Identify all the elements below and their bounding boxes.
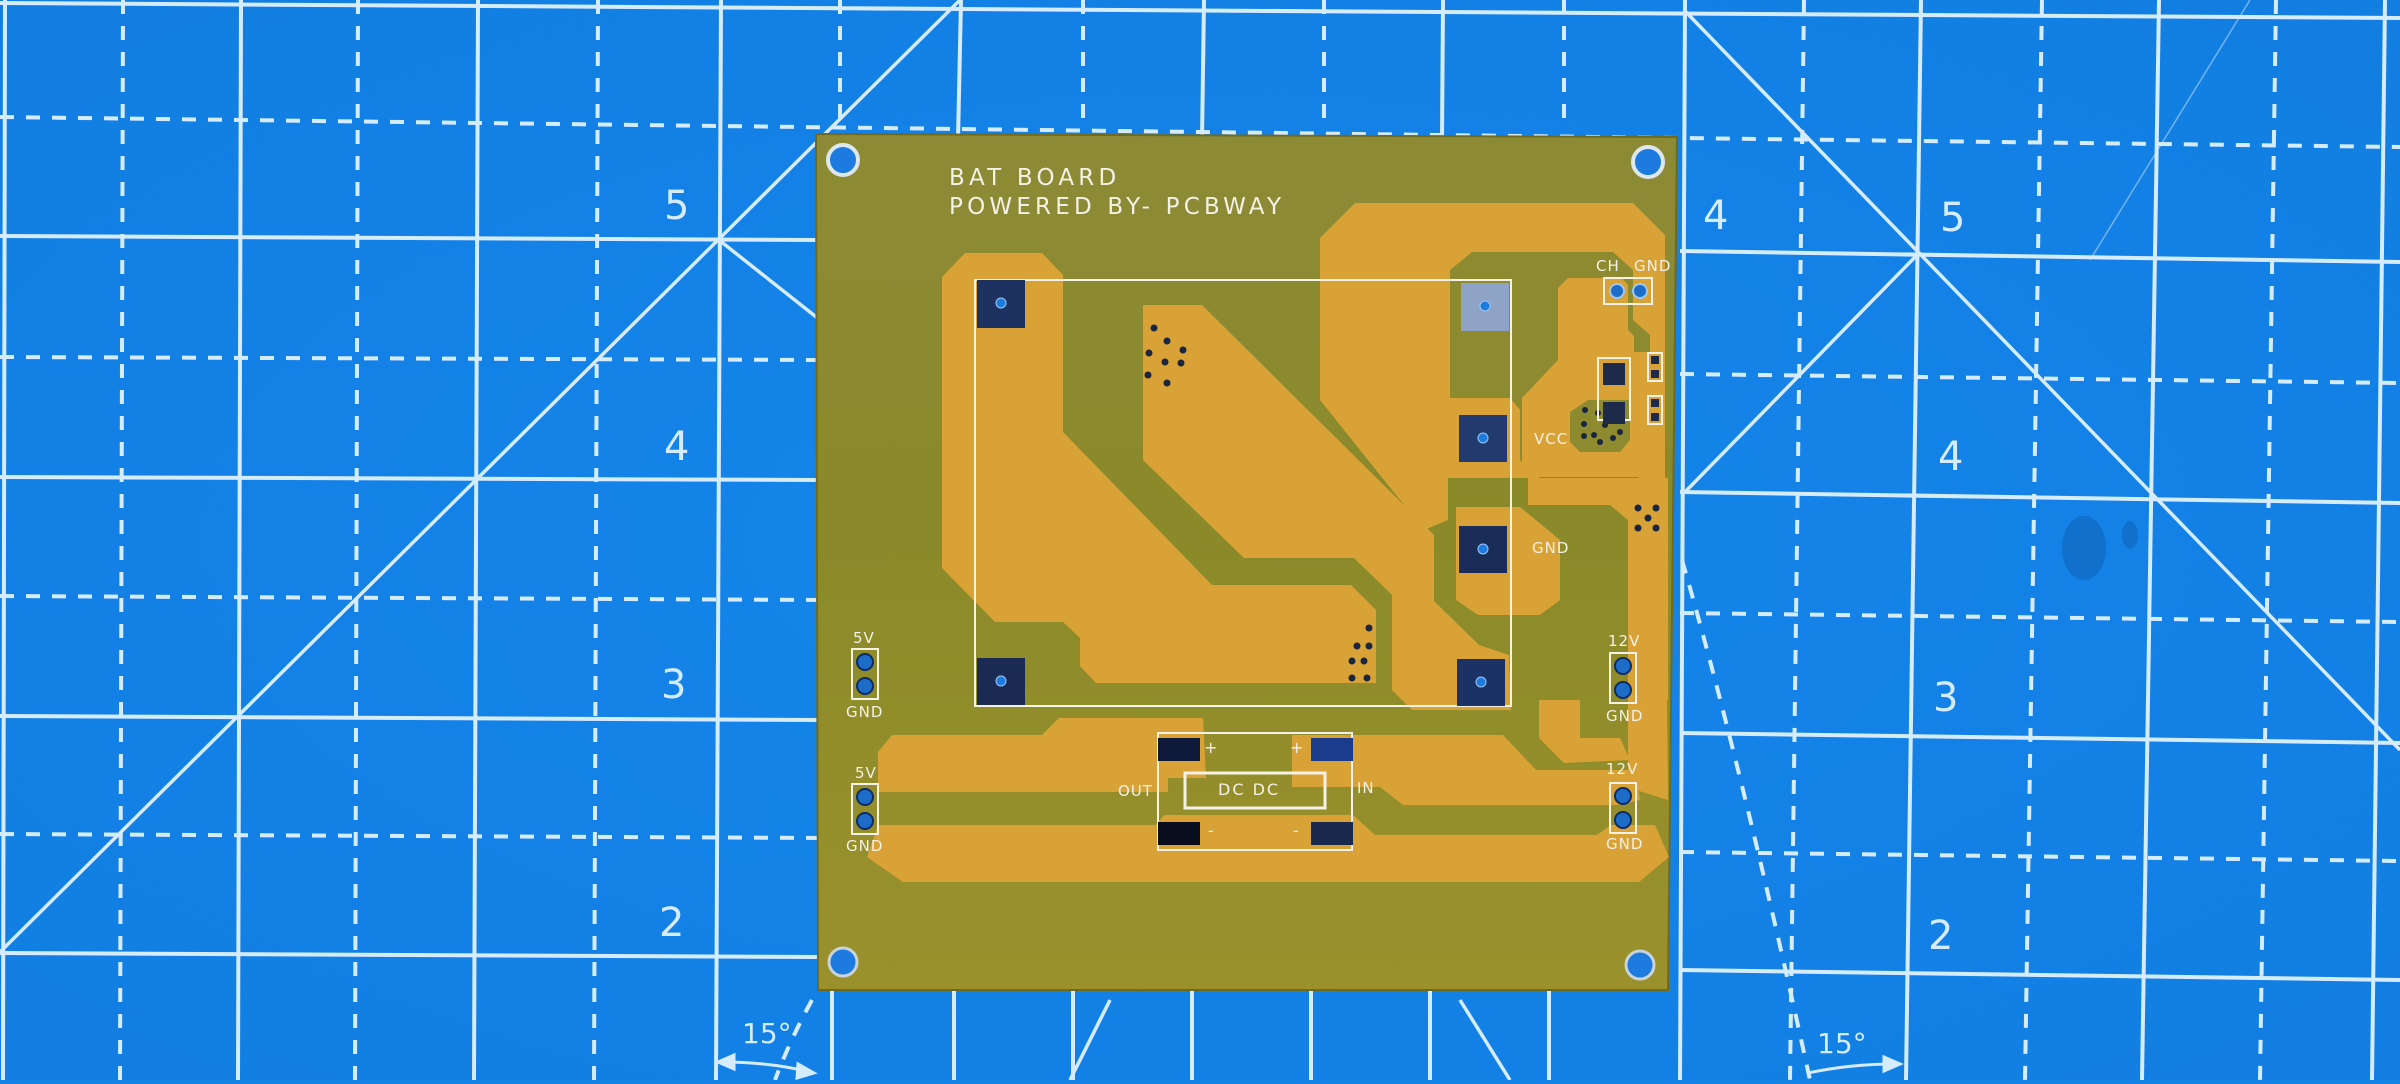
label-gnd-right-1: GND [1606,707,1644,725]
label-gnd-right-2: GND [1606,835,1644,853]
copper-gnd-trace [867,815,1669,882]
mat-label-right-5: 5 [1940,195,1967,241]
label-12v-1: 12V [1608,632,1641,650]
label-gnd-left-1: GND [846,703,884,721]
label-in: IN [1357,779,1375,797]
smd-footprints [1597,277,1663,425]
pin-headers [851,648,1637,835]
mat-angle-label-right: 15° [1817,1027,1867,1060]
label-minus-left: - [1208,821,1216,840]
copper-pour-left [942,253,1376,683]
label-vcc: VCC [1534,430,1569,448]
label-plus-right: + [1290,738,1306,757]
label-gnd-top: GND [1634,257,1672,275]
label-5v-1: 5V [853,629,875,647]
board-subtitle: POWERED BY- PCBWAY [949,194,1286,220]
angle-arrows [714,1052,1904,1081]
label-ch: CH [1596,257,1620,275]
label-out: OUT [1118,782,1153,800]
board-title: BAT BOARD [949,165,1121,191]
battery-pads [977,280,1509,706]
copper-12v-in-trace [1292,735,1640,805]
copper-12v-right [1539,700,1630,763]
mat-label-right-3: 3 [1933,675,1960,721]
label-plus-left: + [1204,738,1220,757]
label-5v-2: 5V [855,764,877,782]
dcdc-pads [1158,738,1353,845]
copper-5v-out-trace [878,718,1206,792]
pcb-board [814,132,1679,991]
mat-label-left-5: 5 [664,183,691,229]
mat-label-left-2: 2 [659,900,686,946]
label-gnd-left-2: GND [846,837,884,855]
copper-right-strip [1628,500,1668,800]
mat-angle-label-left: 15° [742,1017,792,1050]
mounting-holes [826,143,1665,981]
mat-label-left-4: 4 [664,424,691,470]
label-dcdc: DC DC [1218,780,1281,799]
label-12v-2: 12V [1606,760,1639,778]
mat-label-right-4: 4 [1938,434,1965,480]
mat-label-left-3: 3 [661,662,688,708]
mat-label-right-4a: 4 [1703,193,1730,239]
label-minus-right: - [1293,821,1301,840]
label-gnd-mid: GND [1532,539,1570,557]
mat-label-right-2: 2 [1928,913,1955,959]
copper-pour-middle [1143,305,1511,710]
via-clusters [1144,324,1660,682]
